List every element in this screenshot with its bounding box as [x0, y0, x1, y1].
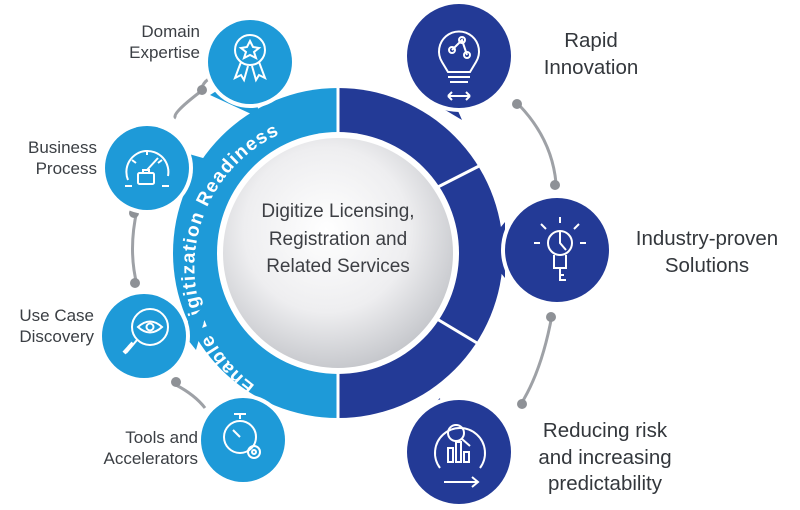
left-node-2	[101, 122, 210, 214]
right-node-2	[482, 194, 613, 306]
label-business-process: Business Process	[0, 138, 97, 179]
label-tools-accelerators: Tools and Accelerators	[70, 428, 198, 469]
label-reducing-risk: Reducing risk and increasing predictabil…	[525, 418, 685, 498]
left-node-4	[197, 394, 289, 486]
label-line: Reducing risk	[542, 419, 668, 442]
label-line: Process	[35, 158, 97, 178]
label-line: Tools and	[125, 428, 198, 447]
stopwatch-gear-icon	[223, 413, 261, 459]
label-use-case-discovery: Use Case Discovery	[0, 306, 94, 347]
label-line: Discovery	[19, 326, 94, 346]
lightbulb-network-icon	[438, 30, 480, 101]
label-line: predictability	[548, 472, 662, 496]
center-line-2: Registration and	[268, 228, 408, 250]
process-dial-icon	[125, 149, 170, 187]
award-ribbon-icon	[233, 34, 267, 83]
label-line: Solutions	[664, 253, 750, 277]
label-line: and increasing	[538, 445, 672, 469]
label-line: Business	[28, 138, 97, 157]
connector-dots	[129, 85, 560, 409]
center-title: Digitize Licensing, Registration and Rel…	[232, 198, 444, 281]
center-line-1: Digitize Licensing,	[261, 201, 415, 222]
label-rapid-innovation: Rapid Innovation	[535, 28, 647, 81]
right-node-1	[403, 0, 515, 120]
label-line: Accelerators	[103, 448, 198, 468]
chart-magnifier-icon	[434, 424, 486, 488]
label-line: Industry-proven	[635, 227, 779, 250]
label-line: Rapid	[564, 29, 618, 52]
left-node-3	[98, 290, 210, 382]
label-domain-expertise: Domain Expertise	[104, 22, 200, 63]
label-line: Domain	[141, 22, 200, 41]
label-line: Expertise	[129, 42, 200, 62]
label-line: Use Case	[19, 306, 94, 325]
center-core	[223, 138, 453, 368]
magnifier-eye-icon	[122, 308, 169, 355]
center-line-3: Related Services	[266, 256, 410, 278]
idea-key-icon	[534, 217, 586, 281]
label-industry-proven-solutions: Industry-proven Solutions	[622, 226, 792, 279]
right-node-3	[403, 396, 515, 508]
main-ring	[173, 88, 503, 418]
label-line: Innovation	[543, 55, 639, 79]
left-node-1	[204, 16, 296, 118]
